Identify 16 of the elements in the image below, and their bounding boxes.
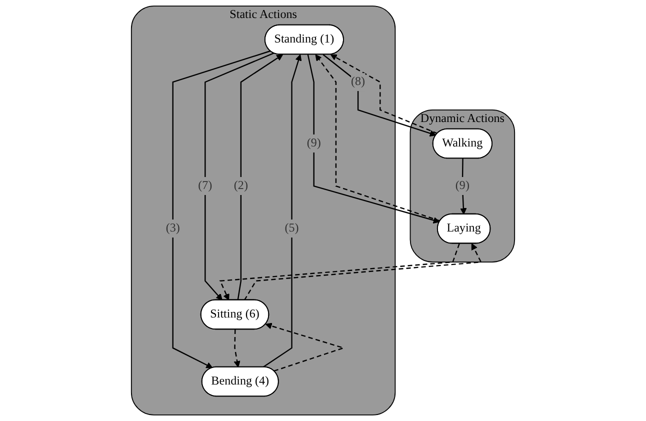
- edge-label: (9): [306, 136, 321, 150]
- edge-label: (7): [198, 179, 212, 192]
- arrow: [265, 322, 346, 372]
- edge-label: (9): [455, 179, 470, 192]
- edge-label: (5): [284, 222, 299, 235]
- arrow: [172, 50, 271, 368]
- arrow: [219, 243, 460, 300]
- arrow: [460, 158, 467, 215]
- arrow: [262, 54, 302, 368]
- edge-label: (2): [234, 179, 248, 192]
- arrow: [204, 52, 274, 300]
- arrow: [237, 54, 284, 300]
- edge-label: (3): [166, 222, 180, 235]
- arrow: [234, 329, 240, 368]
- arrow: [244, 243, 482, 300]
- edge-label: (8): [351, 75, 366, 88]
